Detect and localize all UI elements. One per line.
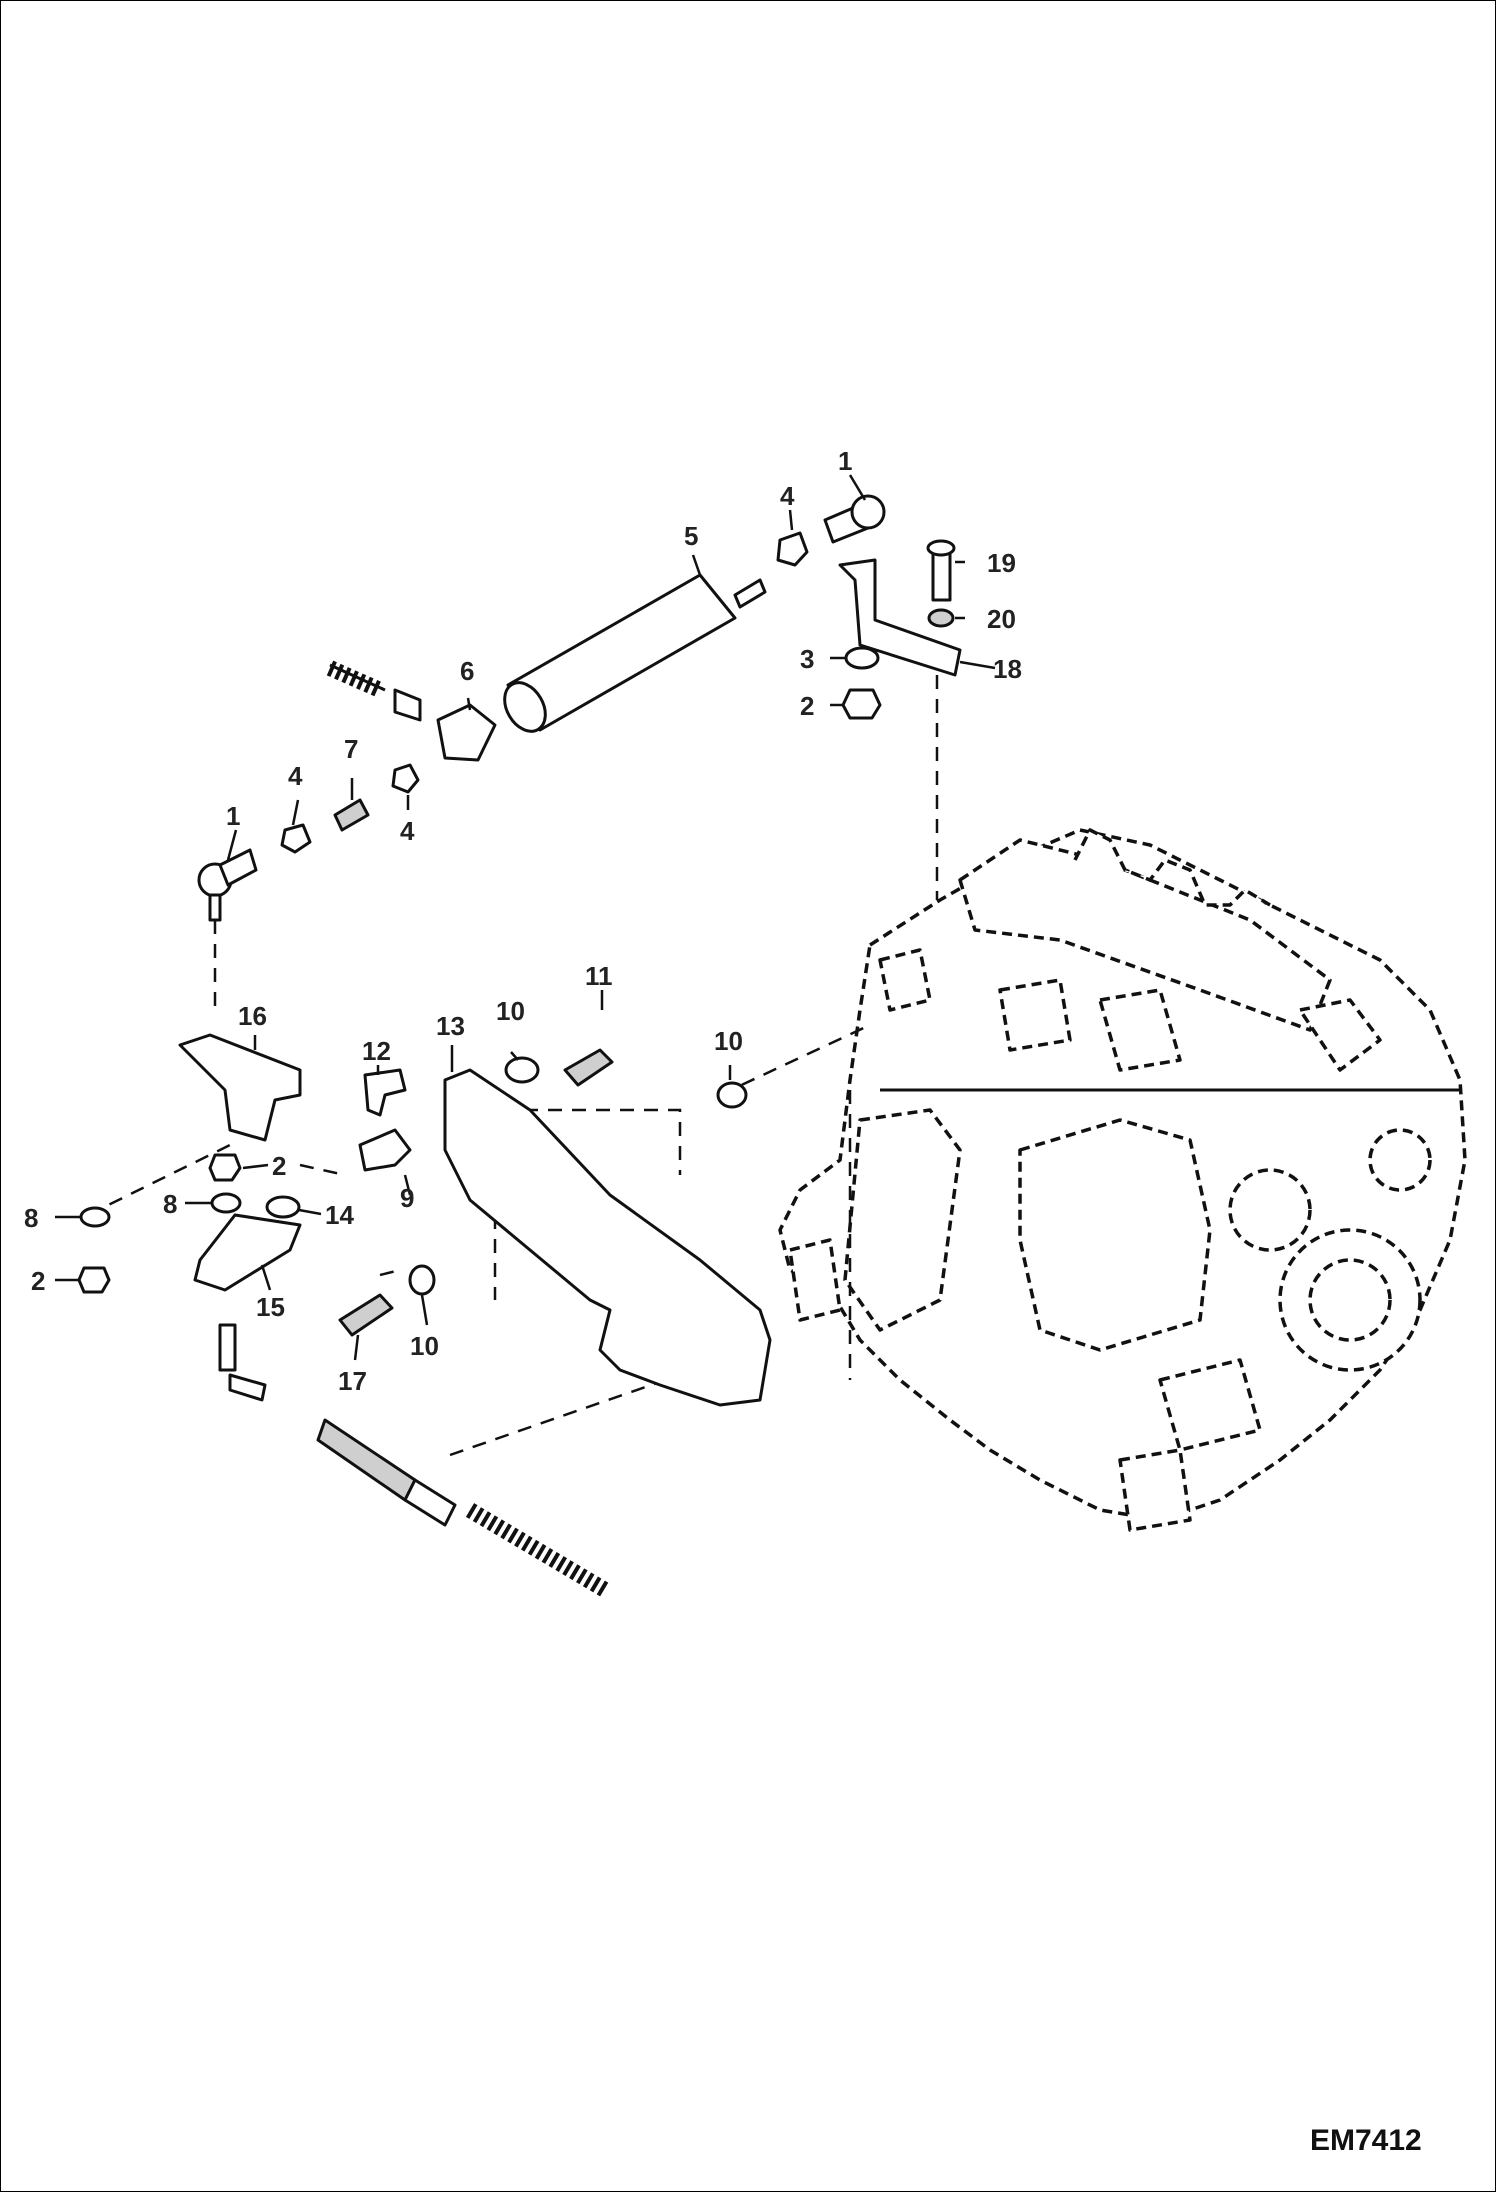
- washer-10-a: [504, 1056, 540, 1084]
- damper-cylinder: [503, 573, 767, 733]
- callout-8-left: 8: [24, 1203, 38, 1233]
- ball-joint-upper: [823, 494, 886, 544]
- callout-19: 19: [987, 548, 1016, 578]
- callout-8-mid: 8: [163, 1189, 177, 1219]
- callout-4-right: 4: [400, 816, 415, 846]
- parts: [77, 494, 962, 1597]
- engine-assembly: [778, 828, 1467, 1532]
- switch-9: [358, 1128, 412, 1172]
- washer-10-b: [716, 1081, 748, 1109]
- washer-20: [927, 608, 955, 628]
- callout-2-left: 2: [31, 1266, 45, 1296]
- callout-5: 5: [684, 521, 698, 551]
- clip-12: [363, 1068, 407, 1117]
- callout-16: 16: [238, 1001, 267, 1031]
- nut-2-upper: [841, 688, 882, 720]
- callout-10-a: 10: [496, 996, 525, 1026]
- callout-10-b: 10: [714, 1026, 743, 1056]
- bracket-16: [178, 1033, 302, 1142]
- callout-4-upper: 4: [780, 481, 795, 511]
- bolt-11: [563, 1048, 614, 1087]
- washer-14: [265, 1195, 301, 1219]
- nut-4-left: [280, 823, 312, 854]
- callout-9: 9: [400, 1183, 414, 1213]
- bracket-18: [838, 558, 962, 677]
- bracket-15: [193, 1213, 302, 1292]
- ball-joint-lower: [197, 848, 258, 922]
- rod-end-6: [436, 703, 497, 762]
- assembly-guide-lines: [87, 675, 939, 1457]
- callout-3: 3: [800, 644, 814, 674]
- throttle-cable-upper: [326, 660, 384, 698]
- nut-2-mid: [208, 1153, 242, 1182]
- turnbuckle-7: [333, 798, 370, 832]
- plate-13: [443, 1068, 772, 1407]
- callout-2-upper: 2: [800, 691, 814, 721]
- callout-6: 6: [460, 656, 474, 686]
- nut-4-right: [391, 763, 420, 794]
- washer-8-a: [79, 1206, 111, 1228]
- callout-4-left: 4: [288, 761, 303, 791]
- callout-1-lower: 1: [226, 801, 240, 831]
- leader-lines: [55, 474, 996, 1361]
- washer-10-c: [408, 1264, 436, 1296]
- callout-7: 7: [344, 734, 358, 764]
- threaded-rod-lower: [218, 1323, 457, 1527]
- callout-18: 18: [993, 654, 1022, 684]
- bolt-17: [338, 1293, 394, 1337]
- callout-1-upper: 1: [838, 446, 852, 476]
- washer-3: [844, 646, 880, 670]
- nut-2-left: [77, 1266, 111, 1294]
- throttle-cable-lower: [465, 1503, 610, 1597]
- callout-14: 14: [325, 1200, 354, 1230]
- callout-20: 20: [987, 604, 1016, 634]
- callout-11: 11: [585, 961, 613, 991]
- washer-8-b: [210, 1192, 242, 1214]
- callout-12: 12: [362, 1036, 391, 1066]
- callout-10-c: 10: [410, 1331, 439, 1361]
- nut-4-upper: [776, 531, 809, 567]
- callout-15: 15: [256, 1292, 285, 1322]
- bolt-19: [926, 539, 956, 602]
- callout-17: 17: [338, 1366, 367, 1396]
- callout-13: 13: [436, 1011, 465, 1041]
- callout-2-mid: 2: [272, 1151, 286, 1181]
- callouts: 1 4 5 19 20 3 18 2 6 7 4 4 1 11 10 10 16…: [24, 446, 1022, 1396]
- drawing-code: EM7412: [1310, 2124, 1422, 2157]
